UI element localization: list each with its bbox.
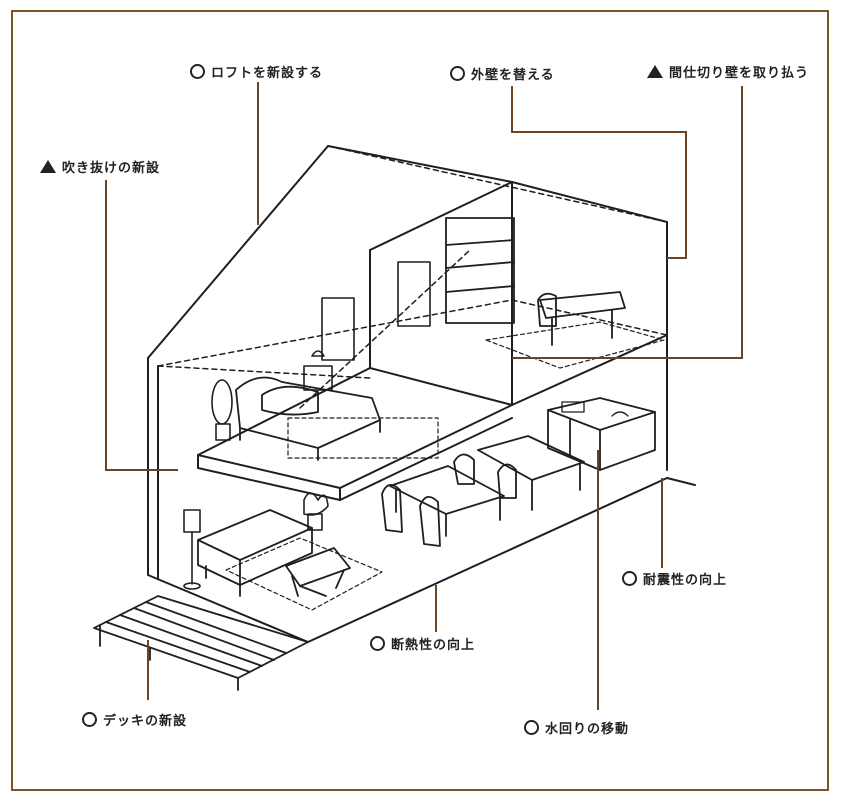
label-deck: デッキの新設 [82,710,187,729]
upper-door [397,261,431,327]
label-plumbing-text: 水回りの移動 [545,722,630,737]
leader-partition [512,86,743,359]
leader-lines [105,82,743,710]
sofa [197,509,313,597]
triangle-icon [40,160,56,173]
kitchen-counter [547,397,656,471]
circle-icon [190,64,205,79]
circle-icon [370,636,385,651]
circle-icon [450,66,465,81]
circle-icon [524,720,539,735]
label-loft-text: ロフトを新設する [211,66,324,81]
label-insulation: 断熱性の向上 [370,634,475,653]
triangle-icon [647,65,663,78]
dining-table [381,435,585,547]
coffee-table [225,537,383,611]
loft-floor [197,334,668,501]
floor-plant [303,492,329,531]
floor-lamp [183,509,201,590]
label-seismic: 耐震性の向上 [622,569,727,588]
label-insulation-text: 断熱性の向上 [391,638,476,653]
circle-icon [622,571,637,586]
leader-exterior [511,86,687,259]
circle-icon [82,712,97,727]
label-atrium-text: 吹き抜けの新設 [62,161,161,176]
label-plumbing: 水回りの移動 [524,718,629,737]
label-exterior-text: 外壁を替える [471,68,555,83]
bookshelf [445,217,515,324]
house-shell [147,145,696,643]
leader-atrium [105,180,178,471]
deck [93,595,309,691]
label-loft: ロフトを新設する [190,62,323,81]
bed [235,376,439,461]
frame-border [11,10,829,791]
loft-door [321,297,355,361]
label-partition-text: 間仕切り壁を取り払う [669,66,810,81]
loft-plant [211,379,233,441]
label-exterior: 外壁を替える [450,64,555,83]
label-partition: 間仕切り壁を取り払う [647,62,809,81]
nightstand [303,350,333,391]
label-seismic-text: 耐震性の向上 [643,573,728,588]
label-atrium: 吹き抜けの新設 [40,157,160,176]
label-deck-text: デッキの新設 [103,714,188,729]
